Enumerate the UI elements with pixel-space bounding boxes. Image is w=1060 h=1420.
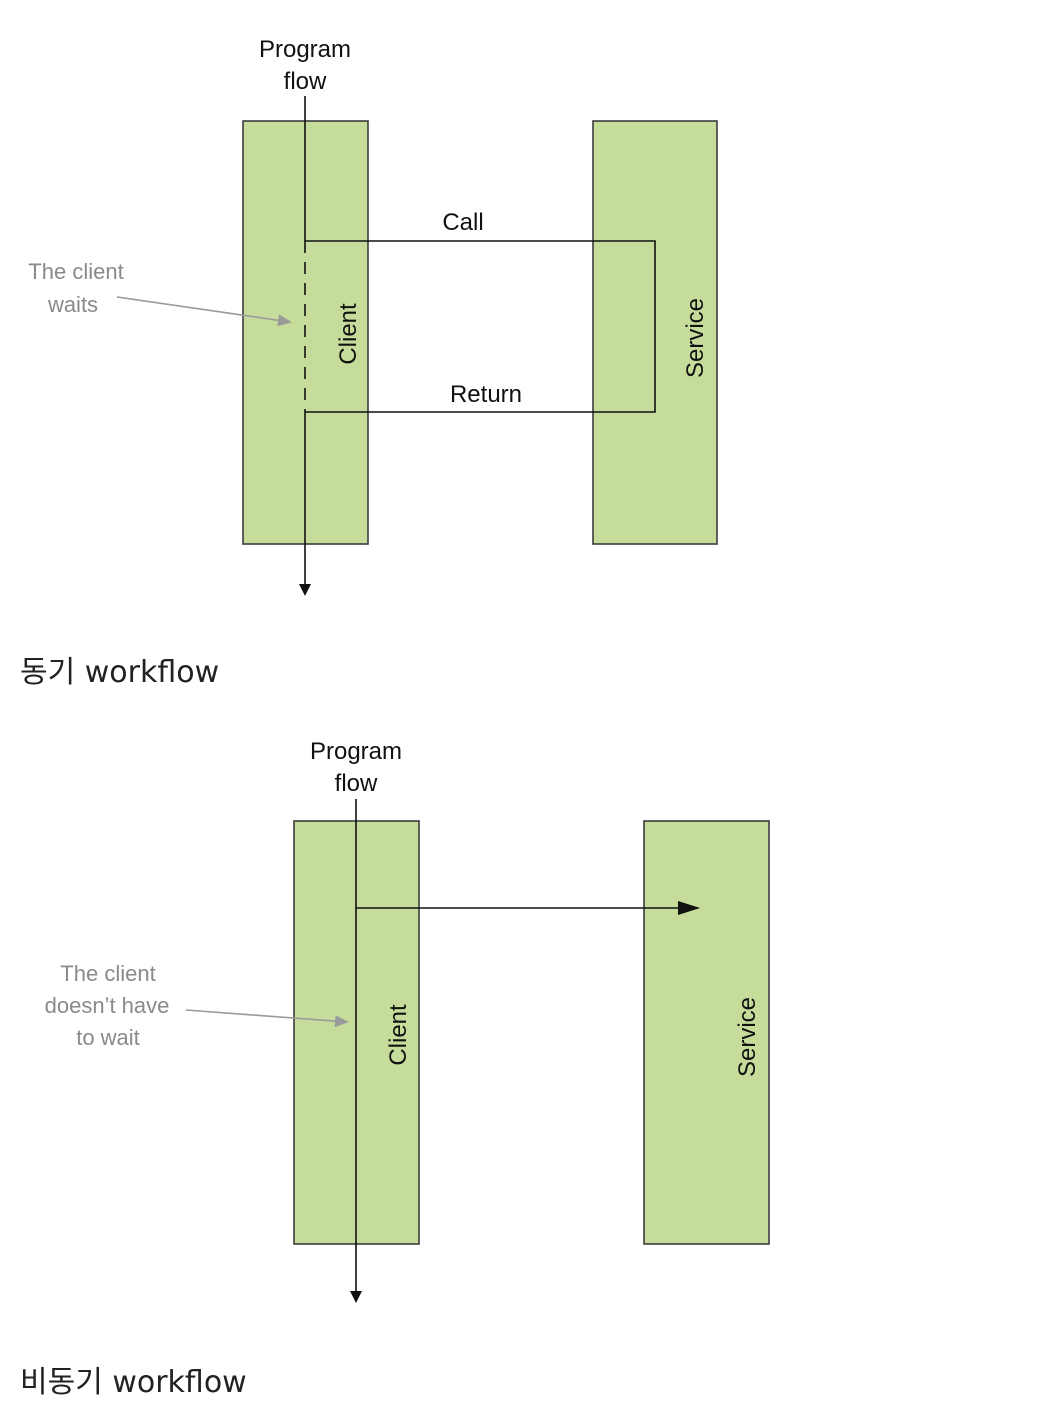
async-workflow-diagram: Program flow Client Service The client d… [45,738,770,1303]
async-note-line3: to wait [76,1025,140,1050]
async-flow-label-line2: flow [335,770,378,797]
sync-flow-label-line1: Program [259,36,351,63]
sync-flow-label-line2: flow [284,68,327,95]
sync-note-pointer [116,296,292,327]
async-service-label: Service [734,997,761,1077]
async-service-box [643,820,770,1245]
sync-call-label: Call [442,209,483,236]
sync-note-line2: waits [47,292,98,317]
sync-client-label: Client [335,303,362,365]
async-client-label: Client [385,1004,412,1066]
async-note-pointer [185,1009,349,1028]
async-flow-label-line1: Program [310,738,402,765]
sync-note-line1: The client [28,259,123,284]
sync-workflow-diagram: Program flow Call Return Client Service … [28,36,718,596]
sync-return-label: Return [450,381,522,408]
sync-service-label: Service [682,298,709,378]
sync-caption: 동기 workflow [20,655,220,690]
async-caption: 비동기 workflow [20,1365,247,1400]
async-note-line1: The client [60,961,155,986]
sync-call-return-path [305,240,656,413]
async-note-line2: doesn’t have [45,993,170,1018]
